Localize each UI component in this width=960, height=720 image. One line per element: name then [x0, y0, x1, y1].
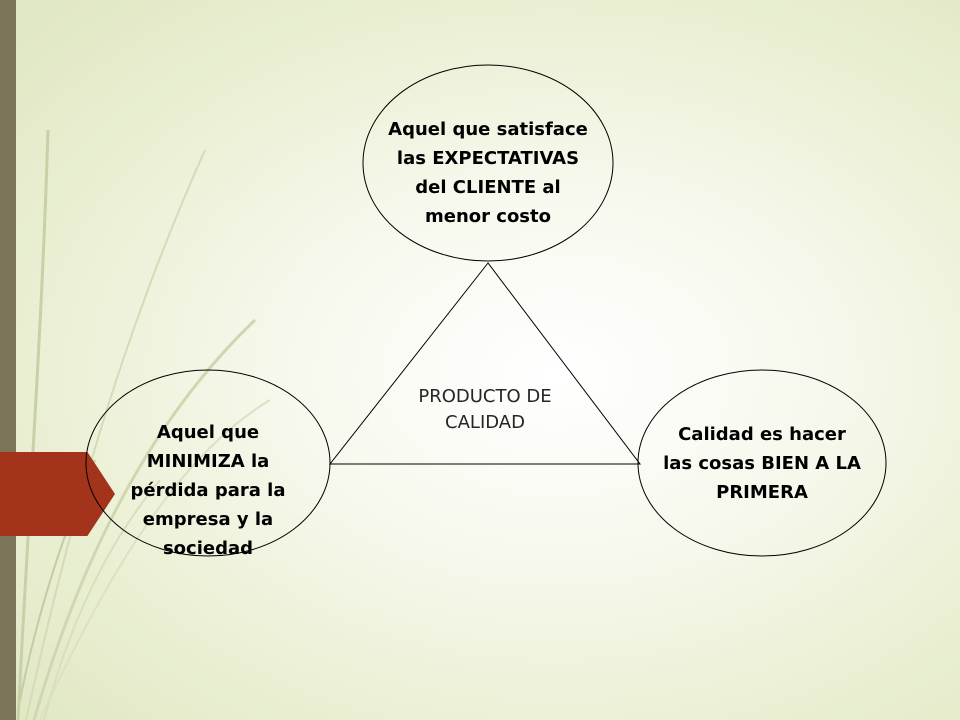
left-node-text: Aquel que MINIMIZA la pérdida para la em…	[130, 422, 286, 559]
right-ellipse	[637, 369, 887, 557]
top-node-text: Aquel que satisface las EXPECTATIVAS del…	[388, 119, 588, 227]
top-ellipse	[362, 64, 614, 262]
accent-arrow-shape	[0, 452, 115, 536]
center-label: PRODUCTO DE CALIDAD	[418, 386, 552, 433]
left-accent-bar	[0, 0, 16, 720]
left-ellipse	[85, 369, 331, 557]
right-node-text: Calidad es hacer las cosas BIEN A LA PRI…	[663, 424, 861, 503]
center-triangle	[328, 262, 642, 465]
